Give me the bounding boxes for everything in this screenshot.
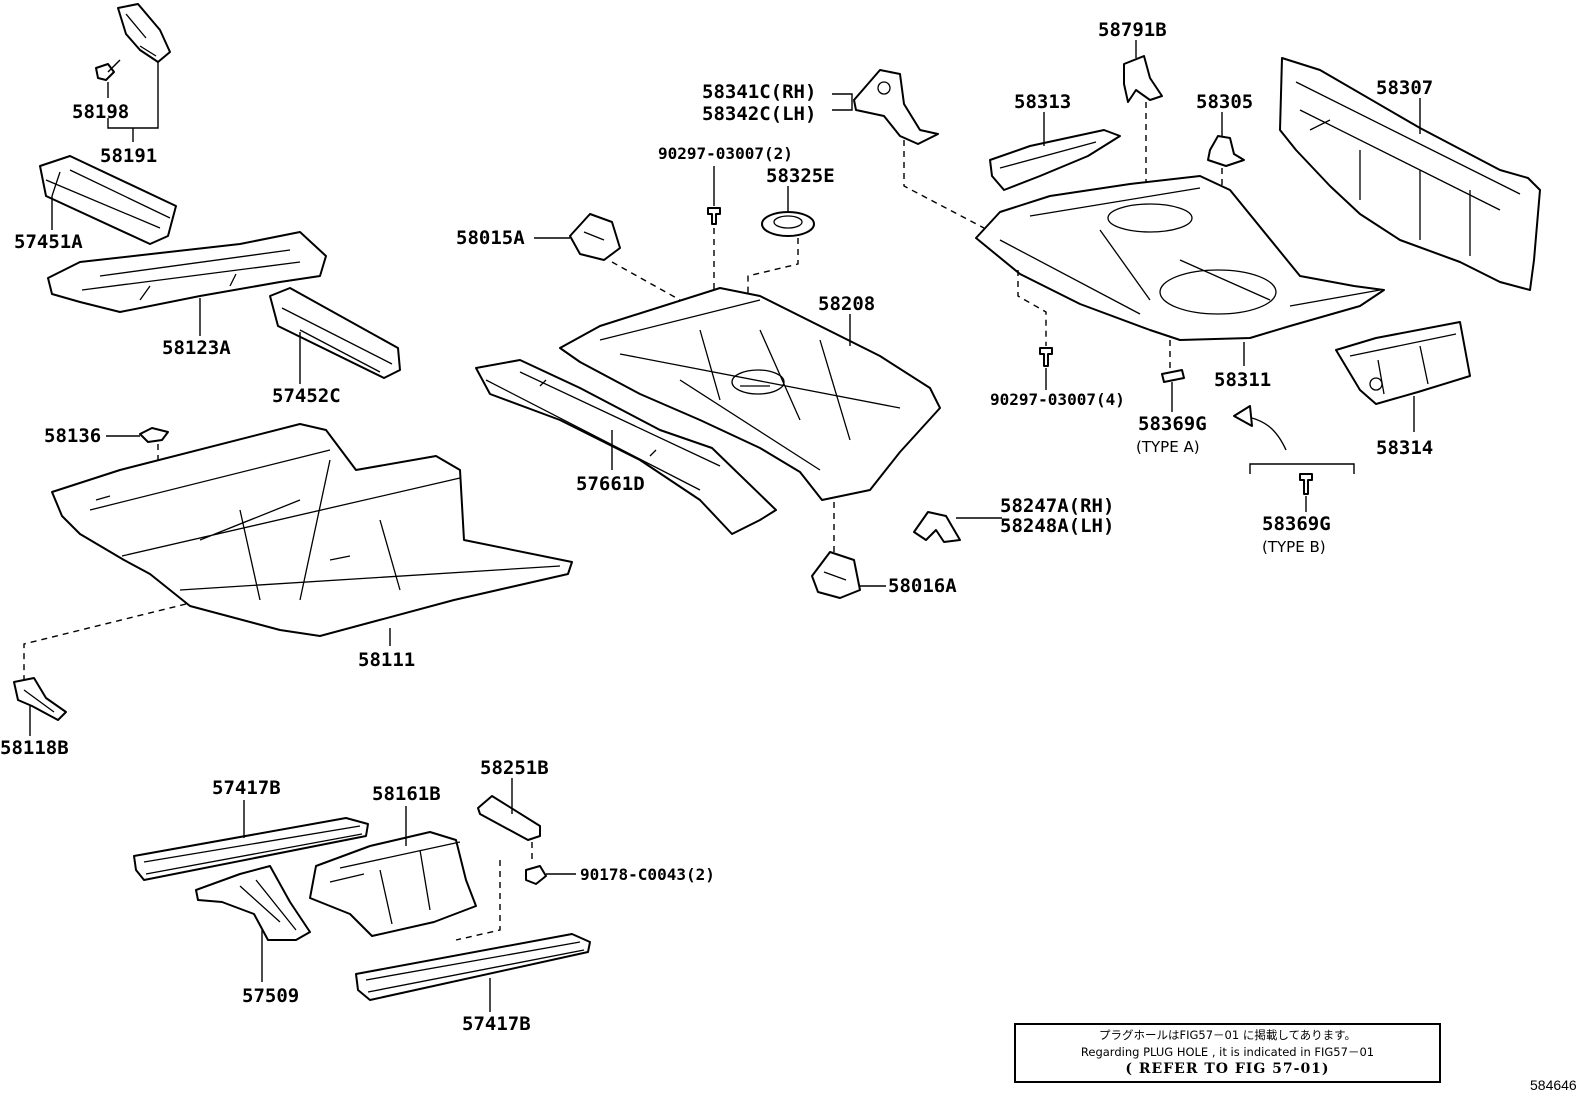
- part-58325E-pad: [761, 211, 815, 237]
- label-type-b: (TYPE B): [1262, 538, 1326, 556]
- label-58342C: 58342C(LH): [702, 103, 816, 125]
- note-line-ref: ( REFER TO FIG 57-01): [1125, 1061, 1330, 1077]
- label-58325E: 58325E: [766, 165, 835, 187]
- label-57452C: 57452C: [272, 385, 341, 407]
- dash-58325E: [747, 238, 799, 380]
- label-58191: 58191: [100, 145, 157, 167]
- part-58118B-bracket: [13, 677, 67, 721]
- label-58791B: 58791B: [1098, 19, 1167, 41]
- part-58369G-type-b: [1299, 473, 1313, 495]
- label-58369G-a: 58369G: [1138, 413, 1207, 435]
- part-58791B-bracket: [1123, 55, 1163, 103]
- part-58111-front-floor: [51, 423, 573, 637]
- part-57452C-member: [269, 287, 401, 379]
- part-58016A-bracket: [811, 551, 861, 599]
- label-58251B: 58251B: [480, 757, 549, 779]
- label-58314: 58314: [1376, 437, 1433, 459]
- label-58016A: 58016A: [888, 575, 957, 597]
- part-58341C-bracket: [853, 69, 939, 145]
- label-57509: 57509: [242, 985, 299, 1007]
- label-58198: 58198: [72, 101, 129, 123]
- part-58369G-type-a: [1161, 369, 1185, 383]
- part-58305-nut: [1207, 135, 1245, 167]
- label-90297-2: 90297-03007(2): [658, 144, 793, 163]
- label-58136: 58136: [44, 425, 101, 447]
- label-58341C: 58341C(RH): [702, 81, 816, 103]
- part-90178-nut: [525, 865, 547, 885]
- label-58311: 58311: [1214, 369, 1271, 391]
- leader-58341C: [832, 93, 853, 111]
- figure-id: 584646: [1530, 1077, 1577, 1093]
- label-58161B: 58161B: [372, 783, 441, 805]
- label-58015A: 58015A: [456, 227, 525, 249]
- part-90297-bolt-2: [707, 207, 721, 225]
- arrow-head: [1233, 405, 1253, 427]
- dash-90297-4: [1017, 270, 1047, 346]
- label-58369G-b: 58369G: [1262, 513, 1331, 535]
- part-90297-bolt-4: [1039, 347, 1053, 367]
- part-58307-panel: [1279, 57, 1541, 291]
- part-58311-rear-floor: [975, 175, 1385, 341]
- label-58118B: 58118B: [0, 737, 69, 759]
- label-58111: 58111: [358, 649, 415, 671]
- part-57661D-member: [475, 359, 777, 535]
- part-58015A-bracket: [569, 213, 621, 261]
- label-58313: 58313: [1014, 91, 1071, 113]
- label-90297-4: 90297-03007(4): [990, 390, 1125, 409]
- part-58313-brace: [989, 129, 1121, 191]
- part-58136-plug: [139, 427, 169, 443]
- label-58307: 58307: [1376, 77, 1433, 99]
- label-58305: 58305: [1196, 91, 1253, 113]
- part-58198-clip: [95, 59, 121, 81]
- label-type-a: (TYPE A): [1136, 438, 1200, 456]
- note-line-jp: プラグホールはFIG57－01 に掲載してあります。: [1099, 1028, 1356, 1042]
- dash-90178: [455, 842, 533, 941]
- label-90178: 90178-C0043(2): [580, 865, 715, 884]
- label-58208: 58208: [818, 293, 875, 315]
- part-57451A-member: [39, 155, 177, 245]
- part-58161B-housing: [309, 831, 477, 937]
- bracket-type-b: [1249, 463, 1355, 474]
- part-58251B-plate: [477, 795, 541, 841]
- part-57509-member: [195, 865, 311, 941]
- part-58314-bracket: [1335, 321, 1471, 405]
- part-57417B-top-rail: [133, 817, 369, 881]
- dash-58118B: [23, 603, 187, 680]
- plug-hole-note: プラグホールはFIG57－01 に掲載してあります。 Regarding PLU…: [1014, 1023, 1441, 1083]
- note-line-en: Regarding PLUG HOLE , it is indicated in…: [1080, 1045, 1375, 1059]
- part-58208-center-floor: [559, 287, 941, 501]
- part-58247A-bracket: [913, 511, 961, 543]
- part-58191-bracket: [117, 3, 171, 63]
- label-57417B-bottom: 57417B: [462, 1013, 531, 1035]
- label-57417B-top: 57417B: [212, 777, 281, 799]
- label-58247A: 58247A(RH): [1000, 495, 1114, 517]
- label-57661D: 57661D: [576, 473, 645, 495]
- part-57417B-bottom-rail: [355, 933, 591, 1001]
- label-58248A: 58248A(LH): [1000, 515, 1114, 537]
- label-57451A: 57451A: [14, 231, 83, 253]
- dash-58015A: [611, 261, 681, 301]
- part-58123A-crossmember: [47, 231, 327, 313]
- label-58123A: 58123A: [162, 337, 231, 359]
- dash-58341C: [903, 140, 985, 229]
